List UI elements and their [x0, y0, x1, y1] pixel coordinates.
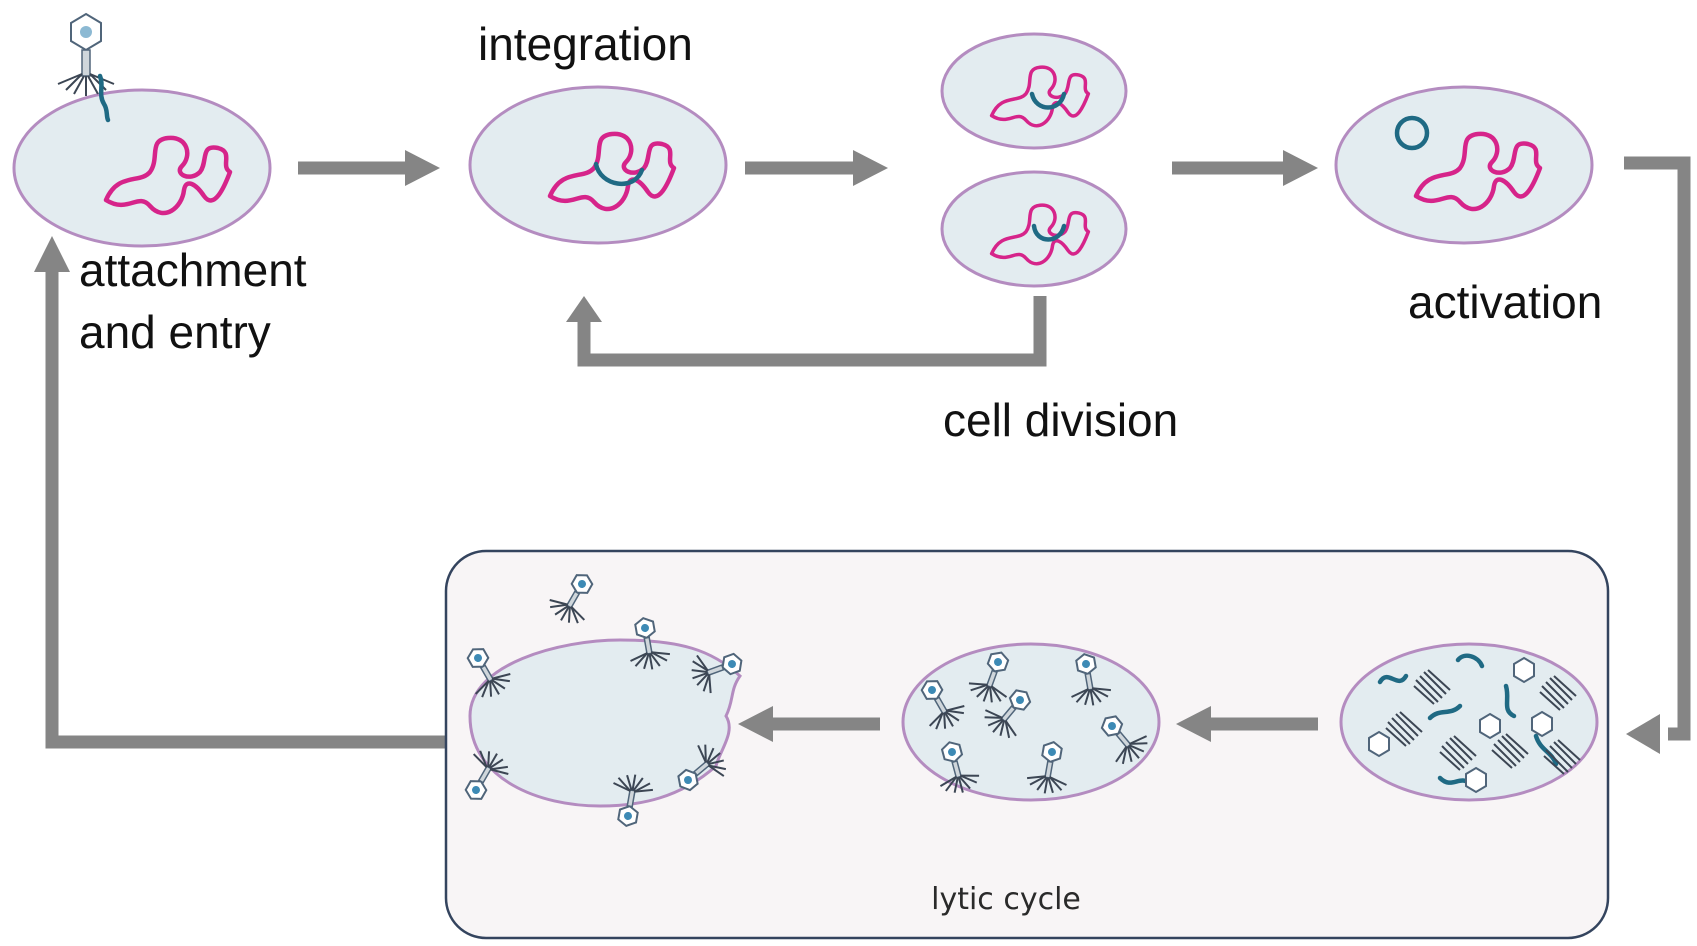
- label-integration: integration: [478, 18, 693, 70]
- label-cell-division: cell division: [943, 394, 1178, 446]
- arrow-icon: [1624, 156, 1691, 754]
- bacterial-cell: [12, 88, 272, 248]
- bacterial-cell: [901, 642, 1161, 802]
- lysing-cell: [468, 638, 742, 808]
- bacterial-cell: [940, 32, 1128, 150]
- cell-integration: [468, 85, 728, 245]
- injected-phage-dna: [97, 73, 111, 123]
- arrow-icon: [1172, 150, 1318, 186]
- bacteriophage-icon: [57, 13, 115, 97]
- daughter-cell-top: [940, 32, 1128, 150]
- arrow-icon: [34, 236, 446, 749]
- arrow-icon: [738, 706, 880, 742]
- label-attachment-line1: attachment: [79, 244, 307, 296]
- arrow-icon: [745, 150, 888, 186]
- cell-replication: [1339, 642, 1599, 802]
- label-attachment-line2: and entry: [79, 306, 271, 358]
- prophage-segment: [1029, 91, 1067, 110]
- cell-activation: [1334, 85, 1594, 245]
- prophage-segment: [593, 161, 645, 187]
- arrow-icon: [566, 296, 1047, 367]
- cell-attachment: [12, 13, 272, 248]
- bacterial-cell: [1339, 642, 1599, 802]
- daughter-cell-bottom: [940, 170, 1128, 288]
- arrow-icon: [1176, 706, 1318, 742]
- prophage-segment: [1031, 223, 1067, 242]
- cell-assembly: [901, 642, 1161, 802]
- label-lytic-cycle: lytic cycle: [931, 882, 1081, 917]
- arrow-icon: [298, 150, 440, 186]
- cell-lysis: [452, 564, 750, 831]
- label-activation: activation: [1408, 276, 1602, 328]
- excised-phage-dna: [1394, 115, 1430, 151]
